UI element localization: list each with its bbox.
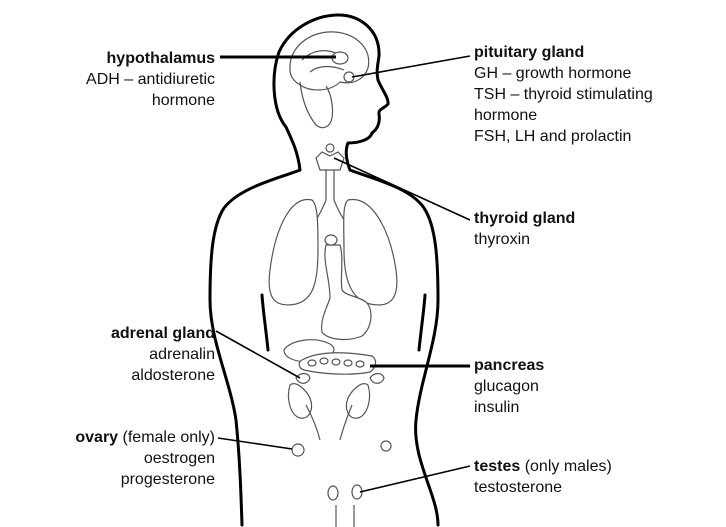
leader-lines (215, 55, 471, 493)
pituitary-line-4: FSH, LH and prolactin (474, 128, 632, 145)
thyroid-leader (333, 157, 471, 221)
ovary-leader (217, 437, 293, 450)
label-testes: testes (only males) testosterone (474, 456, 612, 498)
adrenal-line-2: aldosterone (131, 367, 215, 384)
ovary-line-1: oestrogen (143, 450, 215, 467)
hypothalamus-line-2: hormone (151, 92, 215, 109)
lungs (268, 199, 398, 306)
label-pancreas: pancreas glucagon insulin (474, 355, 544, 418)
testes-qualifier: (only males) (520, 458, 612, 475)
label-hypothalamus: hypothalamus ADH – antidiuretic hormone (86, 48, 215, 111)
hypothalamus-title: hypothalamus (106, 50, 215, 67)
testes-title: testes (474, 458, 521, 475)
label-pituitary: pituitary gland GH – growth hormone TSH … (474, 42, 653, 147)
label-adrenal: adrenal gland adrenalin aldosterone (111, 323, 215, 386)
pancreas-organ (298, 352, 377, 375)
thyroid-title: thyroid gland (474, 210, 576, 227)
thyroid-line-1: thyroxin (474, 231, 531, 248)
adrenal-title: adrenal gland (110, 325, 215, 342)
testes-leader (359, 465, 471, 493)
ovary-qualifier: (female only) (118, 429, 215, 446)
ovary-title: ovary (75, 429, 119, 446)
pituitary-line-3: hormone (474, 107, 538, 124)
pituitary-line-2: TSH – thyroid stimulating (474, 86, 653, 103)
label-thyroid: thyroid gland thyroxin (474, 208, 575, 250)
thyroid-trachea (311, 143, 349, 226)
pituitary-title: pituitary gland (474, 44, 585, 61)
pancreas-line-1: glucagon (474, 378, 539, 395)
hypothalamus-line-1: ADH – antidiuretic (86, 71, 215, 88)
brain (289, 31, 370, 129)
label-ovary: ovary (female only) oestrogen progestero… (75, 427, 215, 490)
body-outline (208, 13, 440, 527)
pituitary-leader (351, 55, 471, 78)
ovary-marker (291, 443, 305, 457)
pancreas-title: pancreas (474, 357, 545, 374)
adrenal-leader (215, 330, 301, 379)
ovary-line-2: progesterone (120, 471, 215, 488)
pituitary-line-1: GH – growth hormone (474, 65, 632, 82)
testes-line-1: testosterone (474, 479, 563, 496)
adrenal-line-1: adrenalin (149, 346, 215, 363)
stomach (321, 234, 372, 341)
gonads (291, 440, 392, 527)
kidneys (287, 372, 385, 441)
pancreas-line-2: insulin (474, 399, 520, 416)
